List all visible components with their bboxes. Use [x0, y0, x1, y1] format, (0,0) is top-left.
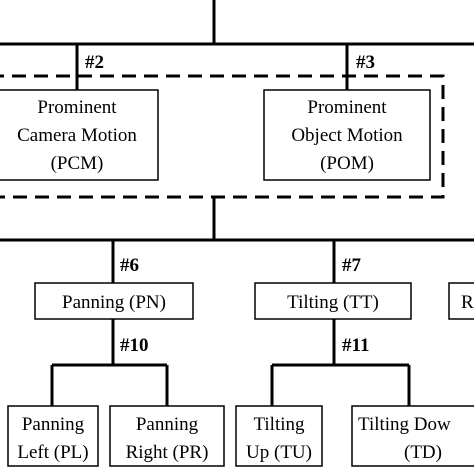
branch-labels: #2 #3 #6 #7 #10 #11: [85, 52, 375, 356]
branch-label-2: #2: [85, 52, 104, 73]
node-tt-line-1: Tilting (TT): [287, 292, 379, 313]
node-pl-line-2: Left (PL): [17, 442, 88, 463]
branch-label-11: #11: [342, 335, 369, 356]
node-pl-box: [7, 405, 99, 467]
node-pom-box: [263, 89, 431, 181]
node-r-line-1: R: [461, 292, 474, 313]
branch-label-3: #3: [356, 52, 375, 73]
node-pcm-box: [0, 89, 159, 181]
connectors: [0, 0, 474, 406]
node-pcm-line-3: (PCM): [51, 153, 104, 174]
node-pom-line-3: (POM): [320, 153, 374, 174]
node-pcm-line-1: Prominent: [37, 97, 117, 118]
node-tt: Tilting (TT): [254, 282, 412, 320]
node-r: R: [448, 282, 474, 320]
branch-label-10: #10: [120, 335, 149, 356]
node-td: Tilting Dow (TD): [351, 405, 474, 467]
node-tu-line-1: Tilting: [253, 414, 305, 435]
node-pom-line-2: Object Motion: [291, 125, 403, 146]
node-pr: Panning Right (PR): [109, 405, 225, 467]
node-pl-line-1: Panning: [22, 414, 85, 435]
prominent-motion-group: [0, 74, 445, 199]
node-td-line-1: Tilting Dow: [358, 414, 451, 435]
node-tt-box: [254, 282, 412, 320]
node-tu: Tilting Up (TU): [235, 405, 323, 467]
node-tu-line-2: Up (TU): [246, 442, 312, 463]
node-pn-line-1: Panning (PN): [62, 292, 166, 313]
branch-label-7: #7: [342, 255, 362, 276]
node-pn-box: [34, 282, 194, 320]
node-r-box: [448, 282, 474, 320]
node-pr-line-2: Right (PR): [126, 442, 209, 463]
node-pr-box: [109, 405, 225, 467]
branch-label-6: #6: [120, 255, 139, 276]
node-td-box: [351, 405, 474, 467]
node-td-line-2: (TD): [404, 442, 442, 463]
node-pl: Panning Left (PL): [7, 405, 99, 467]
node-pr-line-1: Panning: [136, 414, 199, 435]
node-tu-box: [235, 405, 323, 467]
node-pcm: Prominent Camera Motion (PCM): [0, 89, 159, 181]
node-pn: Panning (PN): [34, 282, 194, 320]
node-pom-line-1: Prominent: [307, 97, 387, 118]
node-pcm-line-2: Camera Motion: [17, 125, 137, 146]
node-pom: Prominent Object Motion (POM): [263, 89, 431, 181]
